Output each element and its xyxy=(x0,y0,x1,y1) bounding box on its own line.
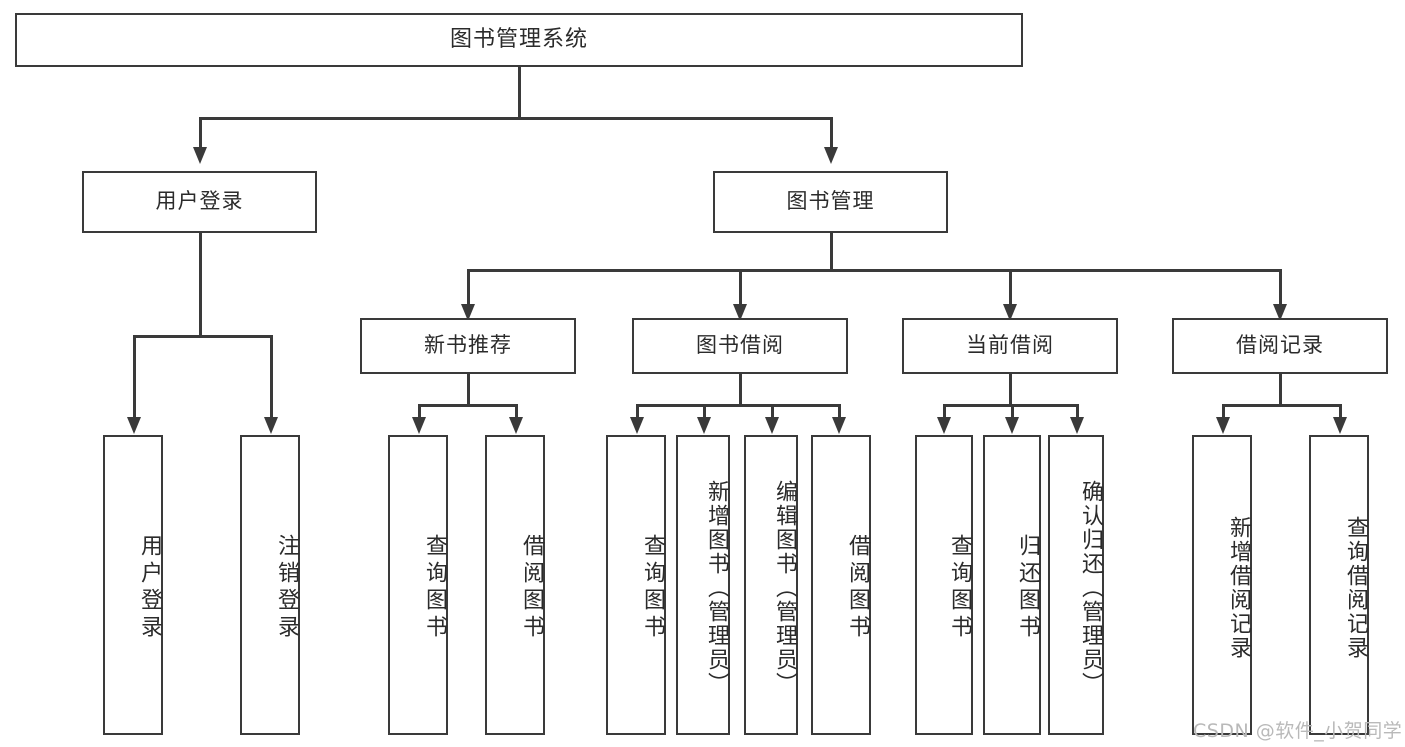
arrow-to-leaf-add-book xyxy=(697,417,711,434)
node-root-book-management-system[interactable]: 图书管理系统 xyxy=(15,13,1023,67)
arrow-to-new-book-recommend xyxy=(461,304,475,321)
node-label: 注销登录 xyxy=(274,534,299,642)
leaf-add-book-admin[interactable]: 新增图书（管理员） xyxy=(676,435,730,735)
arrow-to-leaf-user-login xyxy=(127,417,141,434)
node-borrow-record[interactable]: 借阅记录 xyxy=(1172,318,1388,374)
node-label: 查询图书 xyxy=(947,534,972,642)
node-user-login[interactable]: 用户登录 xyxy=(82,171,317,233)
connector-root-stem xyxy=(518,67,521,119)
leaf-edit-book-admin[interactable]: 编辑图书（管理员） xyxy=(744,435,798,735)
connector-book-borrow-drop-4 xyxy=(838,404,841,418)
connector-current-borrow-drop-1 xyxy=(943,404,946,418)
node-label: 借阅图书 xyxy=(519,534,544,642)
node-label: 查询图书 xyxy=(422,534,447,642)
connector-level3-bus xyxy=(467,269,1281,272)
node-label: 借阅记录 xyxy=(1236,333,1324,358)
connector-level2-bus xyxy=(199,117,831,120)
arrow-to-leaf-query-book-2 xyxy=(630,417,644,434)
connector-level3-drop-2 xyxy=(739,269,742,315)
arrow-to-book-management xyxy=(824,147,838,164)
arrow-to-leaf-logout xyxy=(264,417,278,434)
node-label: 归还图书 xyxy=(1015,534,1040,642)
leaf-return-book[interactable]: 归还图书 xyxy=(983,435,1041,735)
node-label: 图书借阅 xyxy=(696,333,784,358)
connector-level3-drop-3 xyxy=(1009,269,1012,315)
arrow-to-book-borrow xyxy=(733,304,747,321)
node-label: 查询图书 xyxy=(640,534,665,642)
node-label: 借阅图书 xyxy=(845,534,870,642)
connector-user-login-bus xyxy=(133,335,272,338)
connector-new-book-bus xyxy=(418,404,517,407)
connector-level2-drop-right xyxy=(830,117,833,147)
leaf-borrow-book[interactable]: 借阅图书 xyxy=(811,435,871,735)
connector-book-borrow-drop-2 xyxy=(703,404,706,418)
connector-current-borrow-bus xyxy=(943,404,1078,407)
connector-new-book-drop-2 xyxy=(515,404,518,418)
leaf-query-borrow-record[interactable]: 查询借阅记录 xyxy=(1309,435,1369,735)
connector-book-borrow-drop-1 xyxy=(636,404,639,418)
connector-current-borrow-drop-3 xyxy=(1076,404,1079,418)
node-label: 用户登录 xyxy=(137,534,162,642)
arrow-to-leaf-confirm-return xyxy=(1070,417,1084,434)
arrow-to-leaf-query-book-3 xyxy=(937,417,951,434)
node-label: 图书管理 xyxy=(786,189,875,214)
connector-level2-drop-left xyxy=(199,117,202,147)
arrow-to-borrow-record xyxy=(1273,304,1287,321)
leaf-query-book-current[interactable]: 查询图书 xyxy=(915,435,973,735)
connector-borrow-record-drop-2 xyxy=(1339,404,1342,418)
connector-book-borrow-stem xyxy=(739,374,742,406)
node-label: 编辑图书（管理员） xyxy=(772,480,797,696)
connector-user-login-drop-1 xyxy=(133,335,136,417)
connector-current-borrow-drop-2 xyxy=(1011,404,1014,418)
node-book-borrow[interactable]: 图书借阅 xyxy=(632,318,848,374)
arrow-to-leaf-borrow-book-1 xyxy=(509,417,523,434)
node-label: 新增借阅记录 xyxy=(1226,516,1251,660)
node-label: 确认归还（管理员） xyxy=(1078,480,1103,696)
node-new-book-recommend[interactable]: 新书推荐 xyxy=(360,318,576,374)
connector-level3-drop-1 xyxy=(467,269,470,315)
connector-level3-drop-4 xyxy=(1279,269,1282,315)
connector-user-login-stem xyxy=(199,233,202,337)
leaf-query-book-recommend[interactable]: 查询图书 xyxy=(388,435,448,735)
leaf-logout[interactable]: 注销登录 xyxy=(240,435,300,735)
arrow-to-leaf-query-book-1 xyxy=(412,417,426,434)
arrow-to-leaf-borrow-book-2 xyxy=(832,417,846,434)
connector-book-borrow-bus xyxy=(636,404,840,407)
leaf-confirm-return-admin[interactable]: 确认归还（管理员） xyxy=(1048,435,1104,735)
leaf-query-book-borrow[interactable]: 查询图书 xyxy=(606,435,666,735)
node-label: 图书管理系统 xyxy=(449,26,588,52)
leaf-add-borrow-record[interactable]: 新增借阅记录 xyxy=(1192,435,1252,735)
connector-user-login-drop-2 xyxy=(270,335,273,417)
connector-book-borrow-drop-3 xyxy=(771,404,774,418)
node-current-borrow[interactable]: 当前借阅 xyxy=(902,318,1118,374)
arrow-to-leaf-edit-book xyxy=(765,417,779,434)
node-label: 新增图书（管理员） xyxy=(704,480,729,696)
connector-book-management-stem xyxy=(830,233,833,271)
connector-borrow-record-bus xyxy=(1222,404,1341,407)
arrow-to-current-borrow xyxy=(1003,304,1017,321)
leaf-user-login[interactable]: 用户登录 xyxy=(103,435,163,735)
connector-borrow-record-stem xyxy=(1279,374,1282,406)
node-label: 查询借阅记录 xyxy=(1343,516,1368,660)
arrow-to-leaf-query-record xyxy=(1333,417,1347,434)
arrow-to-user-login xyxy=(193,147,207,164)
connector-new-book-stem xyxy=(467,374,470,406)
arrow-to-leaf-return-book xyxy=(1005,417,1019,434)
connector-current-borrow-stem xyxy=(1009,374,1012,406)
node-label: 用户登录 xyxy=(155,189,244,214)
arrow-to-leaf-add-record xyxy=(1216,417,1230,434)
connector-borrow-record-drop-1 xyxy=(1222,404,1225,418)
node-label: 新书推荐 xyxy=(424,333,512,358)
leaf-borrow-book-recommend[interactable]: 借阅图书 xyxy=(485,435,545,735)
node-book-management[interactable]: 图书管理 xyxy=(713,171,948,233)
connector-new-book-drop-1 xyxy=(418,404,421,418)
node-label: 当前借阅 xyxy=(966,333,1054,358)
